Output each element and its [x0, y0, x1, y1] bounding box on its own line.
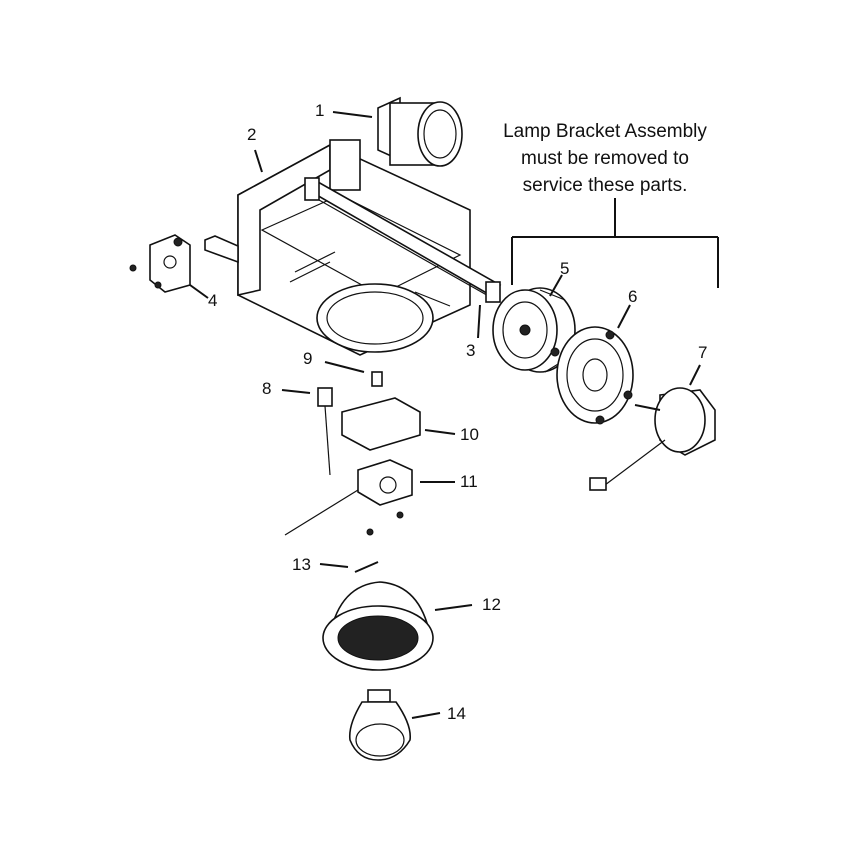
bulb-part [348, 689, 412, 761]
mounting-bracket-part [129, 234, 191, 293]
service-note: Lamp Bracket Assembly must be removed to… [470, 118, 740, 199]
callout-5: 5 [560, 259, 569, 278]
callout-2: 2 [247, 125, 256, 144]
callout-11: 11 [460, 472, 478, 491]
reflector-part [322, 581, 434, 671]
lamp-socket-part [284, 459, 413, 536]
callout-9: 9 [303, 349, 312, 368]
callout-14: 14 [447, 704, 466, 723]
leader-lines [189, 111, 701, 719]
note-line-2: must be removed to [521, 148, 689, 169]
motor-part [589, 387, 716, 491]
motor-plate-part [550, 326, 634, 425]
callout-8: 8 [262, 379, 271, 398]
callout-3: 3 [466, 341, 475, 360]
clip-part [371, 371, 383, 387]
note-line-1: Lamp Bracket Assembly [503, 121, 707, 142]
note-bracket [511, 198, 719, 288]
callout-13: 13 [292, 555, 311, 574]
duct-connector-part [377, 96, 463, 167]
callout-6: 6 [628, 287, 637, 306]
callout-4: 4 [208, 291, 217, 310]
terminal-part [317, 387, 333, 476]
callout-10: 10 [460, 425, 479, 444]
callout-12: 12 [482, 595, 501, 614]
plate-part [341, 397, 421, 451]
callout-7: 7 [698, 343, 707, 362]
screw-part [354, 561, 379, 573]
bracket-bar-part [304, 177, 502, 303]
note-line-3: service these parts. [522, 175, 688, 196]
callout-1: 1 [315, 101, 324, 120]
